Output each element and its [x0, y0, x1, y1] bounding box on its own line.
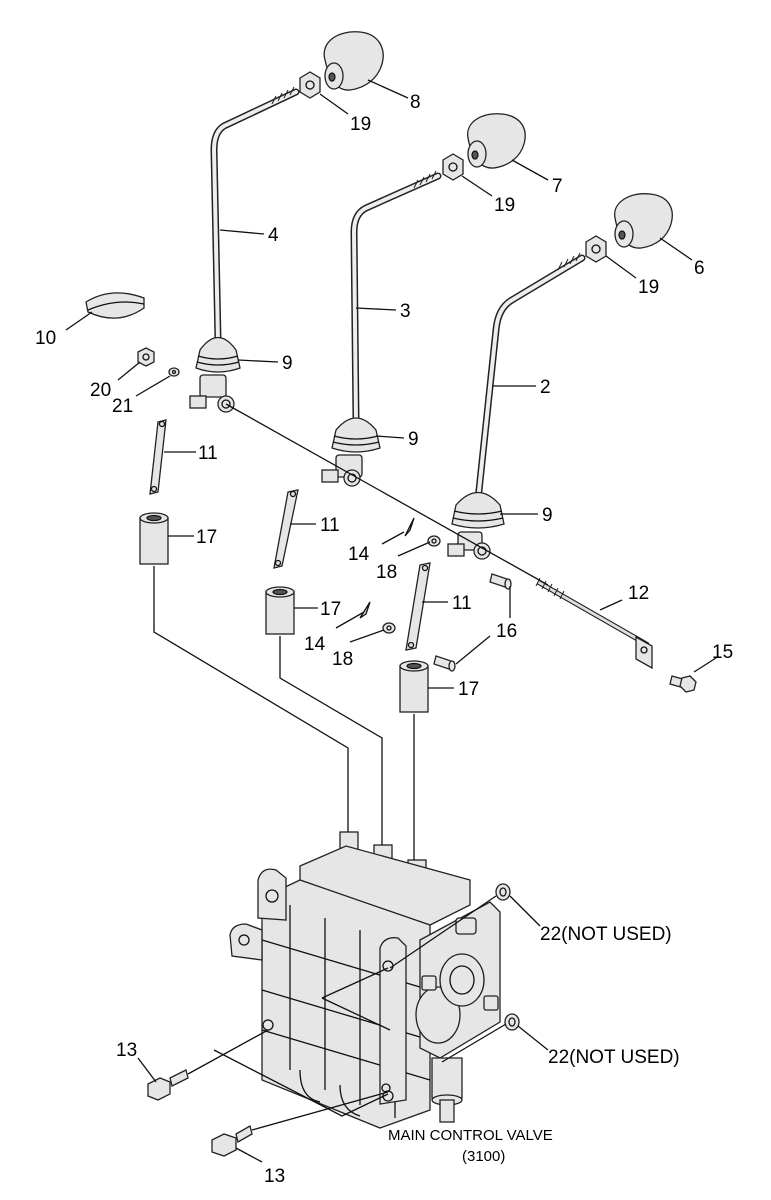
- label-11-b: 11: [320, 515, 340, 536]
- label-18-b: 18: [332, 649, 353, 670]
- label-19-a: 19: [350, 114, 371, 135]
- lever-4: [210, 86, 300, 344]
- label-10: 10: [35, 328, 56, 349]
- label-4: 4: [268, 225, 279, 246]
- nut-19-c: [585, 235, 607, 263]
- label-20: 20: [90, 380, 111, 401]
- label-6: 6: [694, 258, 705, 279]
- knob-7: [467, 113, 526, 169]
- bolt-13-b: [211, 1125, 253, 1157]
- label-8: 8: [410, 92, 421, 113]
- link-11-b: [273, 489, 299, 569]
- washer-21: [168, 367, 180, 377]
- boot-9-c: [451, 491, 505, 529]
- label-11-c: 11: [452, 593, 472, 614]
- pin-16-b: [433, 655, 456, 672]
- label-2: 2: [540, 377, 551, 398]
- link-11-c: [405, 562, 431, 651]
- guide-lines: [153, 566, 507, 1131]
- label-7: 7: [552, 176, 563, 197]
- label-17-a: 17: [196, 527, 217, 548]
- caption-line-1: MAIN CONTROL VALVE: [388, 1127, 553, 1144]
- label-17-c: 17: [458, 679, 479, 700]
- label-9-c: 9: [542, 505, 553, 526]
- pin-14-b: [359, 601, 371, 619]
- cross-shaft-12: [225, 403, 653, 670]
- label-22-a: 22(NOT USED): [540, 924, 672, 945]
- pivot-block-a: [189, 374, 235, 413]
- label-16: 16: [496, 621, 517, 642]
- label-12: 12: [628, 583, 649, 604]
- label-22-b: 22(NOT USED): [548, 1047, 680, 1068]
- label-9-a: 9: [282, 353, 293, 374]
- label-17-b: 17: [320, 599, 341, 620]
- bushing-17-c: [399, 660, 429, 713]
- label-21: 21: [112, 396, 133, 417]
- lever-2: [474, 252, 586, 504]
- knob-8: [323, 31, 384, 91]
- part-labels: 8 19 7 19 6 19 4 3 2 10 9 9 9 20 21 11 1…: [35, 92, 733, 1187]
- leader-lines: [65, 79, 717, 1163]
- label-3: 3: [400, 301, 411, 322]
- pin-16-a: [489, 573, 512, 590]
- valve-caption: MAIN CONTROL VALVE (3100): [388, 1127, 553, 1165]
- label-19-c: 19: [638, 277, 659, 298]
- knob-6: [614, 193, 673, 249]
- label-14-b: 14: [304, 634, 326, 655]
- lever-3: [350, 170, 442, 424]
- label-15: 15: [712, 642, 733, 663]
- label-19-b: 19: [494, 195, 515, 216]
- pivot-block-c: [447, 531, 491, 560]
- main-control-valve: [229, 831, 501, 1129]
- label-14-a: 14: [348, 544, 370, 565]
- boot-9-a: [195, 336, 241, 373]
- washer-18-a: [427, 535, 441, 547]
- boot-9-b: [331, 417, 381, 453]
- bushing-17-a: [139, 512, 169, 565]
- bolt-13-a: [147, 1069, 189, 1101]
- pivot-block-b: [321, 454, 363, 487]
- caption-line-2: (3100): [462, 1148, 505, 1165]
- label-9-b: 9: [408, 429, 419, 450]
- label-13-b: 13: [264, 1166, 285, 1187]
- label-13-a: 13: [116, 1040, 137, 1061]
- bolt-15: [669, 675, 697, 693]
- link-11-a: [149, 419, 167, 495]
- nut-20: [137, 347, 155, 367]
- oring-22-a: [495, 883, 511, 901]
- label-18-a: 18: [376, 562, 397, 583]
- bushing-17-b: [265, 586, 295, 635]
- label-11-a: 11: [198, 443, 218, 464]
- nut-19-a: [299, 71, 321, 99]
- cap-10: [85, 292, 145, 319]
- washer-18-b: [382, 622, 396, 634]
- nut-19-b: [442, 153, 464, 181]
- oring-22-b: [504, 1013, 520, 1031]
- pin-14-a: [404, 517, 415, 537]
